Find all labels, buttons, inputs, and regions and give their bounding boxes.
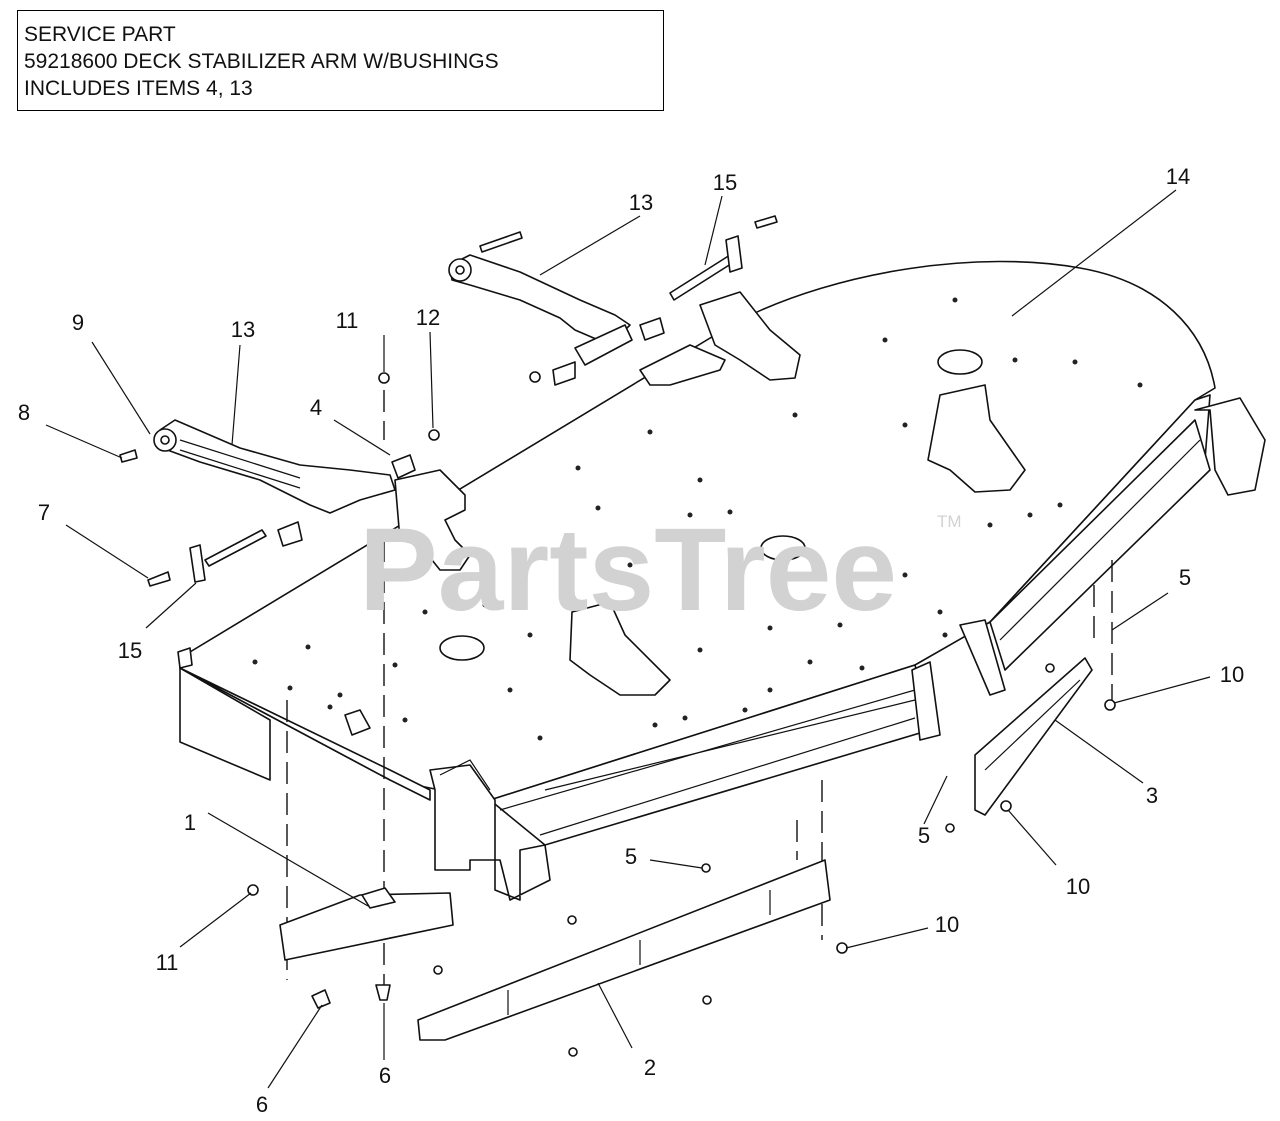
- callout-12: 12: [416, 305, 440, 330]
- callout-1: 1: [184, 810, 196, 835]
- rear-left-mount: [394, 469, 471, 571]
- callout-labels: 1 2 3 4 5 5 5 6 6 7 8 9 10 10 10 11 11 1…: [18, 164, 1244, 1117]
- guard-3: [974, 657, 1093, 816]
- callout-6a: 6: [256, 1092, 268, 1117]
- callout-11b: 11: [156, 950, 179, 975]
- note-line-3: INCLUDES ITEMS 4, 13: [24, 77, 253, 100]
- callout-5b: 5: [918, 823, 930, 848]
- bushing-lower: [277, 521, 303, 547]
- watermark-text: PartsTree: [359, 504, 897, 636]
- callout-10c: 10: [935, 912, 959, 937]
- watermark-tm: TM: [937, 512, 962, 531]
- stabilizer-arm-left: [153, 419, 396, 514]
- callout-4: 4: [310, 395, 322, 420]
- callout-14: 14: [1166, 164, 1190, 189]
- callout-11a: 11: [336, 308, 359, 333]
- pin-15-right: [669, 254, 735, 301]
- callout-10a: 10: [1220, 662, 1244, 687]
- rear-right-mount: [699, 291, 801, 381]
- pin-15-left: [204, 529, 267, 567]
- callout-15a: 15: [713, 170, 737, 195]
- hardware: [119, 215, 1116, 1057]
- note-line-2: 59218600 DECK STABILIZER ARM W/BUSHINGS: [24, 50, 499, 73]
- callout-13b: 13: [629, 190, 653, 215]
- callout-9: 9: [72, 310, 84, 335]
- leader-lines: [45, 189, 1211, 1089]
- callout-13a: 13: [231, 317, 255, 342]
- guard-1: [279, 892, 454, 961]
- callout-5c: 5: [625, 844, 637, 869]
- mower-deck: [177, 260, 1266, 901]
- callout-7: 7: [38, 500, 50, 525]
- callout-5a: 5: [1179, 565, 1191, 590]
- note-line-1: SERVICE PART: [24, 23, 176, 46]
- callout-8: 8: [18, 400, 30, 425]
- callout-3: 3: [1146, 783, 1158, 808]
- callout-15b: 15: [118, 638, 142, 663]
- service-part-note: SERVICE PART 59218600 DECK STABILIZER AR…: [17, 10, 664, 111]
- mid-right-mount: [927, 384, 1026, 493]
- callout-2: 2: [644, 1055, 656, 1080]
- guard-2: [417, 859, 831, 1041]
- deck-holes: [252, 297, 1143, 741]
- front-center-mount: [569, 601, 671, 696]
- stabilizer-arm-right: [448, 254, 633, 386]
- bushing-4: [391, 454, 416, 479]
- callout-6b: 6: [379, 1063, 391, 1088]
- callout-10b: 10: [1066, 874, 1090, 899]
